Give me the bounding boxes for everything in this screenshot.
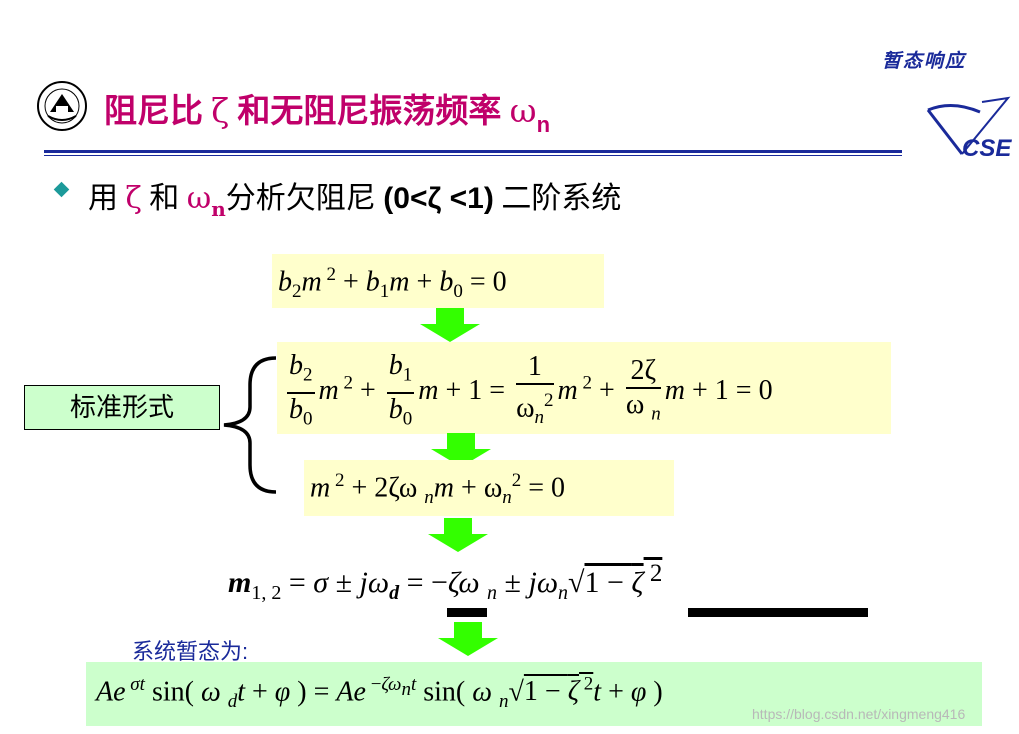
title-omega: ω [509,91,537,130]
corner-label: 暂态响应 [882,51,967,72]
title-subscript: n [536,112,551,137]
university-seal-icon [37,81,87,131]
bullet-diamond-icon [53,181,70,198]
bullet-zeta: ζ [125,181,142,216]
bullet-t2: 和 [149,182,180,215]
standard-form-equation: m 2 + 2ζω nm + ωn2 = 0 [310,470,566,508]
watermark-url: https://blog.csdn.net/xingmeng416 [752,706,966,722]
title-rule [44,150,902,153]
standard-form-label: 标准形式 [24,385,220,430]
page-title: 阻尼比 ζ 和无阻尼振荡频率 ωn [104,84,550,138]
characteristic-equation-box: b2m 2 + b1m + b0 = 0 [272,254,604,308]
roots-equation: m1, 2 = σ ± jωd = −ζω n ± jωn√1 − ζ 2 [228,560,663,604]
down-arrow-icon [428,518,488,552]
bullet-t1: 用 [88,182,118,215]
title-text-1: 阻尼比 [104,94,203,130]
bullet-sub-n: n [211,197,226,221]
transient-response-equation: Ae σt sin( ω dt + φ ) = Ae −ζωnt sin( ω … [96,674,663,712]
title-rule-thin [44,155,902,156]
title-text-2: 和无阻尼振荡频率 [237,94,502,130]
cse-logo-icon: CSE [926,96,1012,162]
cse-logo-text: CSE [962,135,1012,162]
bullet-omega: ω [186,181,212,216]
characteristic-equation: b2m 2 + b1m + b0 = 0 [278,264,507,302]
transient-label: 系统暂态为: [132,639,249,664]
bullet-t4: 二阶系统 [501,182,622,215]
down-arrow-icon [431,433,491,467]
curly-brace-icon [223,356,277,494]
transient-response-equation-box: Ae σt sin( ω dt + φ ) = Ae −ζωnt sin( ω … [86,662,982,726]
bullet-range: (0<ζ <1) [383,182,494,215]
bullet-t3: 分析欠阻尼 [225,182,376,215]
standard-form-equation-box: m 2 + 2ζω nm + ωn2 = 0 [304,460,674,516]
bullet-text: 用 ζ 和 ωn分析欠阻尼 (0<ζ <1) 二阶系统 [88,173,621,221]
highlight-underline-damped-frequency [447,608,487,617]
highlight-underline-sqrt-term [688,608,868,617]
down-arrow-icon [420,308,480,342]
title-zeta: ζ [211,91,230,130]
down-arrow-icon [438,622,498,656]
